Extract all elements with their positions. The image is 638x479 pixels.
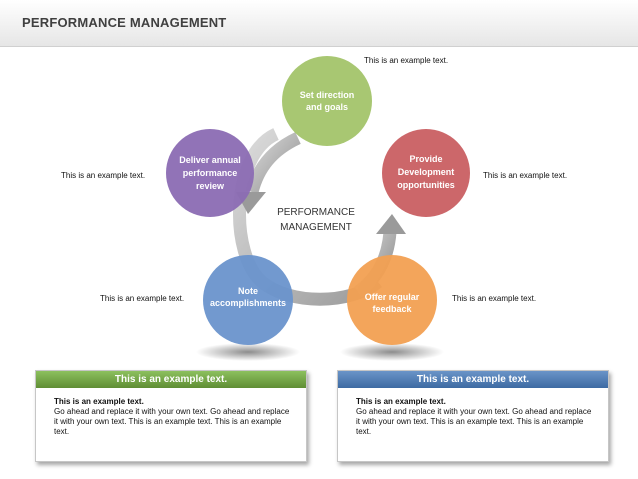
caption-left: This is an example text. — [61, 171, 146, 180]
text-panel-right: This is an example text. This is an exam… — [337, 370, 609, 462]
step-label: Provide — [409, 154, 442, 164]
step-deliver-review: Deliver annual performance review — [166, 129, 254, 217]
panel-text: Go ahead and replace it with your own te… — [356, 407, 592, 436]
step-label: Offer regular — [365, 292, 420, 302]
arrow-ring-left — [245, 132, 301, 194]
step-circle — [282, 56, 372, 146]
step-set-direction: Set direction and goals — [282, 56, 372, 146]
shadow-feedback — [340, 343, 444, 361]
step-label: and goals — [306, 102, 348, 112]
caption-top: This is an example text. — [364, 56, 449, 65]
arrowhead-right-icon — [376, 214, 406, 234]
step-label: Deliver annual — [179, 155, 241, 165]
step-label: opportunities — [397, 180, 455, 190]
center-label-line2: MANAGEMENT — [280, 222, 352, 233]
caption-bottom-left: This is an example text. — [100, 294, 185, 303]
panel-body: This is an example text. Go ahead and re… — [338, 388, 608, 437]
panel-heading: This is an example text. — [36, 371, 306, 388]
step-circle — [203, 255, 293, 345]
panel-heading: This is an example text. — [338, 371, 608, 388]
step-circle — [382, 129, 470, 217]
title-bar: PERFORMANCE MANAGEMENT — [0, 0, 638, 47]
center-label-line1: PERFORMANCE — [277, 207, 355, 218]
page-title: PERFORMANCE MANAGEMENT — [22, 15, 227, 30]
step-label: Development — [398, 167, 455, 177]
step-label: Note — [238, 286, 258, 296]
panel-lead: This is an example text. — [356, 397, 446, 406]
step-circle — [166, 129, 254, 217]
caption-bottom-right: This is an example text. — [452, 294, 537, 303]
step-label: performance — [183, 168, 238, 178]
step-provide-development: Provide Development opportunities — [382, 129, 470, 217]
shadow-note — [196, 343, 300, 361]
step-label: Set direction — [300, 90, 355, 100]
step-label: review — [196, 181, 225, 191]
step-offer-feedback: Offer regular feedback — [347, 255, 437, 345]
panel-text: Go ahead and replace it with your own te… — [54, 407, 290, 436]
panel-body: This is an example text. Go ahead and re… — [36, 388, 306, 437]
step-label: feedback — [372, 304, 412, 314]
panel-lead: This is an example text. — [54, 397, 144, 406]
text-panel-left: This is an example text. This is an exam… — [35, 370, 307, 462]
step-note-accomplishments: Note accomplishments — [203, 255, 293, 345]
caption-right: This is an example text. — [483, 171, 568, 180]
step-circle — [347, 255, 437, 345]
step-label: accomplishments — [210, 298, 286, 308]
